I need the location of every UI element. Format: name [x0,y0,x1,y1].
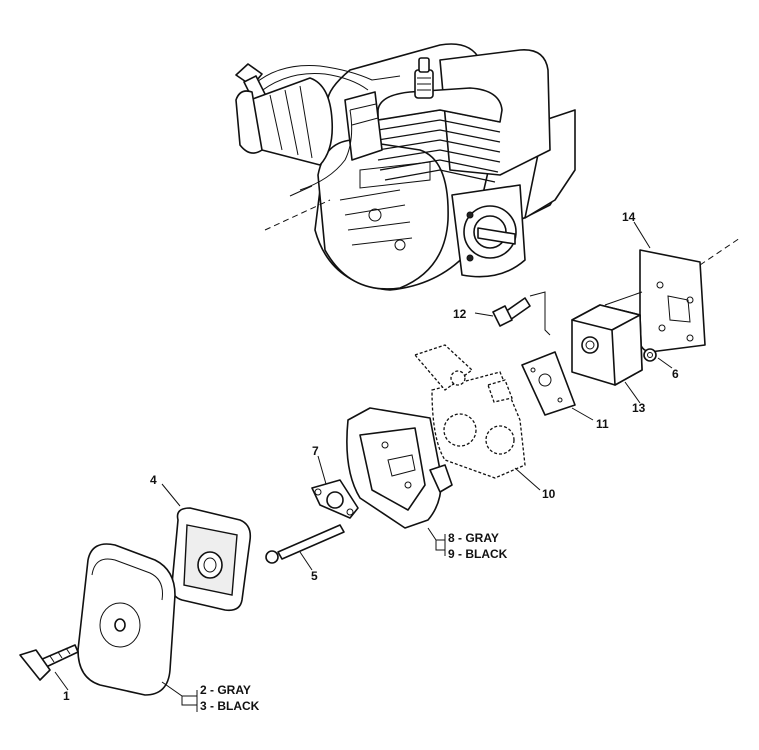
cylinder-fins [377,87,503,183]
label-part-9: 9 - BLACK [448,547,508,561]
spark-plug [414,57,434,99]
part-4-filter [170,507,252,612]
label-part-8: 8 - GRAY [448,531,499,545]
label-part-2: 2 - GRAY [200,683,251,697]
label-part-3: 3 - BLACK [200,699,260,713]
label-part-12: 12 [453,307,467,321]
label-part-13: 13 [632,401,646,415]
label-part-14: 14 [622,210,636,224]
label-part-10: 10 [542,487,556,501]
label-part-7: 7 [312,444,319,458]
part-12-bolt [492,291,551,336]
part-7-choke-plate [311,479,359,519]
part-13-insulator [571,304,643,386]
part-labels: 1 2 - GRAY 3 - BLACK 4 5 6 7 8 - GRAY 9 … [63,210,679,713]
part-14-gasket [604,237,741,353]
part-1-knob [19,644,79,681]
label-part-5: 5 [311,569,318,583]
label-part-4: 4 [150,473,157,487]
part-2-3-cover [77,543,176,696]
label-part-6: 6 [672,367,679,381]
part-8-9-air-cleaner-case [346,407,453,529]
label-part-11: 11 [596,417,609,431]
label-part-1: 1 [63,689,70,703]
part-6-nut [643,348,657,362]
part-10-carburetor [413,344,526,479]
engine-assembly [235,43,576,291]
leader-lines [54,221,673,712]
part-5-bolt [265,524,345,564]
part-11-gasket [521,351,576,416]
